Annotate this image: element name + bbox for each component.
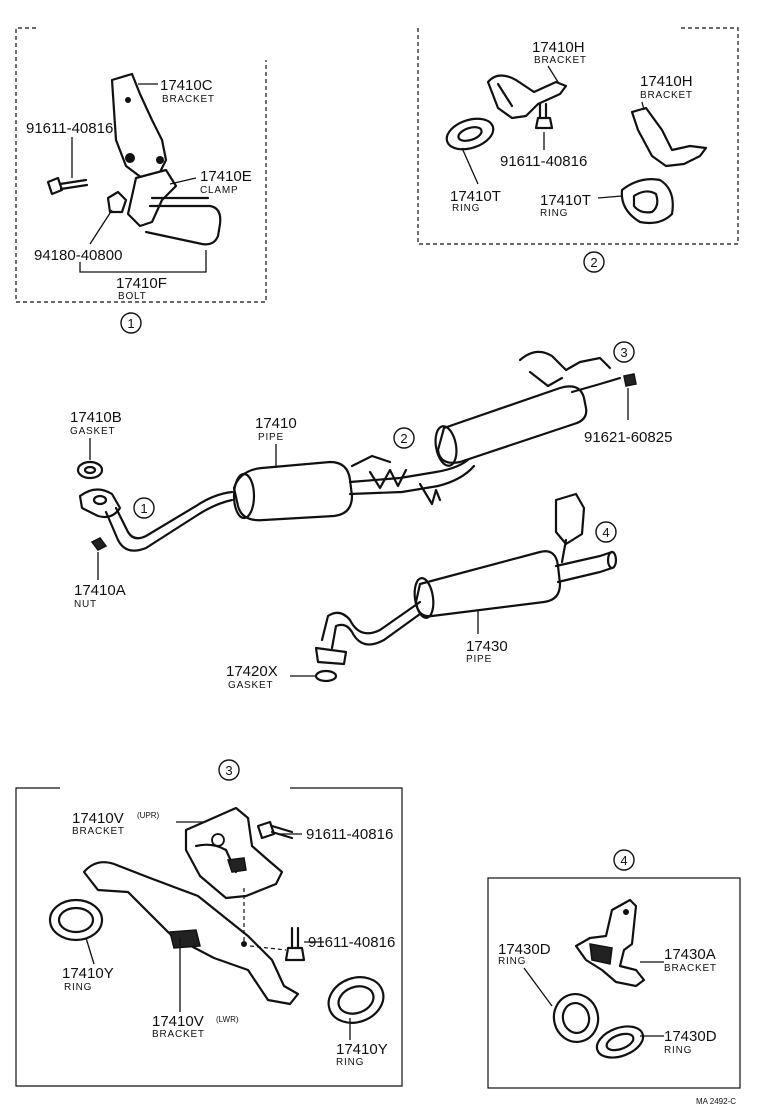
- callout-1-group: 1: [120, 312, 142, 334]
- part-name: RING: [452, 203, 480, 214]
- part-name: BOLT: [118, 291, 147, 302]
- part-name: RING: [540, 208, 568, 219]
- callout-number: 3: [620, 345, 627, 360]
- group-3-frame: [15, 787, 403, 1087]
- part-name: NUT: [74, 599, 97, 610]
- part-number: 17410H: [532, 39, 585, 56]
- part-number: 17410Y: [62, 965, 114, 982]
- sheet-code: MA 2492-C: [696, 1097, 736, 1106]
- part-number: 91621-60825: [584, 429, 672, 446]
- part-name: PIPE: [466, 654, 492, 665]
- part-number: 91611-40816: [500, 153, 587, 170]
- part-number: 17410Y: [336, 1041, 388, 1058]
- main-assembly-drawing: [76, 350, 637, 683]
- callout-1-main: 1: [133, 497, 155, 519]
- part-number: 17410T: [540, 192, 591, 209]
- part-number: 91611-40816: [308, 934, 395, 951]
- group-4-frame: [487, 877, 741, 1089]
- part-number: 94180-40800: [34, 247, 122, 264]
- part-number: 17410: [255, 415, 297, 432]
- group-1-frame: [15, 27, 267, 303]
- callout-number: 1: [140, 501, 147, 516]
- part-number: 17410A: [74, 582, 126, 599]
- callout-number: 3: [225, 763, 232, 778]
- group-3-drawing: [48, 806, 385, 1040]
- callout-4-group: 4: [613, 849, 635, 871]
- part-note: (UPR): [137, 811, 160, 820]
- part-number: 17430D: [498, 941, 551, 958]
- callout-3-main: 3: [613, 341, 635, 363]
- part-name: GASKET: [228, 680, 273, 691]
- part-number: 17420X: [226, 663, 278, 680]
- callout-2-group: 2: [583, 251, 605, 273]
- callout-number: 2: [590, 255, 597, 270]
- part-name: GASKET: [70, 426, 115, 437]
- callout-number: 4: [620, 853, 627, 868]
- part-number: 17410V: [152, 1013, 204, 1030]
- part-number: 17410F: [116, 275, 167, 292]
- part-name: BRACKET: [534, 55, 587, 66]
- part-name: RING: [664, 1045, 692, 1056]
- part-number: 17410E: [200, 168, 252, 185]
- group-4-drawing: [523, 898, 664, 1059]
- callout-3-group: 3: [218, 759, 240, 781]
- callout-number: 4: [602, 525, 609, 540]
- part-number: 17410B: [70, 409, 122, 426]
- part-number: 17410T: [450, 188, 501, 205]
- part-note: (LWR): [216, 1015, 239, 1024]
- part-number: 17430A: [664, 946, 716, 963]
- part-name: RING: [336, 1057, 364, 1068]
- part-name: BRACKET: [162, 94, 215, 105]
- part-name: RING: [64, 982, 92, 993]
- part-number: 17410V: [72, 810, 124, 827]
- part-number: 17410H: [640, 73, 693, 90]
- group-2-drawing: [445, 65, 708, 225]
- part-number: 17430: [466, 638, 508, 655]
- callout-4-main: 4: [595, 521, 617, 543]
- part-name: RING: [498, 956, 526, 967]
- group-2-frame: [417, 27, 739, 245]
- part-name: CLAMP: [200, 185, 238, 196]
- part-number: 17430D: [664, 1028, 717, 1045]
- part-name: BRACKET: [72, 826, 125, 837]
- callout-number: 2: [400, 431, 407, 446]
- group-1-drawing: [46, 72, 222, 273]
- part-name: PIPE: [258, 432, 284, 443]
- part-name: BRACKET: [664, 963, 717, 974]
- part-number: 17410C: [160, 77, 213, 94]
- part-name: BRACKET: [152, 1029, 205, 1040]
- callout-2-main: 2: [393, 427, 415, 449]
- part-name: BRACKET: [640, 90, 693, 101]
- part-number: 91611-40816: [26, 120, 113, 137]
- callout-number: 1: [127, 316, 134, 331]
- part-number: 91611-40816: [306, 826, 393, 843]
